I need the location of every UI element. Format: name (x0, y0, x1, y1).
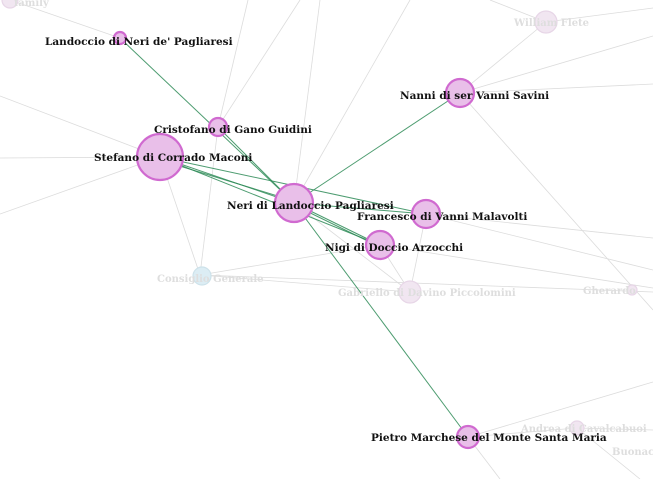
node-nigi[interactable] (364, 229, 396, 261)
node-landoccio[interactable] (112, 30, 128, 46)
label-nigi: Nigi di Doccio Arzocchi (325, 242, 463, 254)
node-stefano[interactable] (135, 132, 185, 182)
node-andrea[interactable] (569, 420, 585, 436)
label-gherardo: Gherardo (583, 286, 636, 297)
node-consiglio[interactable] (192, 266, 212, 286)
node-gabriello[interactable] (398, 280, 422, 304)
highlighted-nodes (112, 30, 481, 450)
node-topleft[interactable] (1, 0, 19, 9)
label-pietro: Pietro Marchese del Monte Santa Maria (371, 432, 607, 444)
label-stefano: Stefano di Corrado Maconi (94, 152, 252, 164)
node-nanni[interactable] (444, 77, 476, 109)
label-topleft: family (14, 0, 50, 9)
label-andrea: Andrea di Cavalcabuoi (520, 424, 647, 435)
label-buonaccorso: Buonacc (612, 447, 653, 458)
node-pietro[interactable] (455, 424, 481, 450)
node-william[interactable] (534, 10, 558, 34)
label-nanni: Nanni di ser Vanni Savini (400, 90, 549, 102)
edge-neri-francesco (293, 202, 427, 215)
dimmed-labels: family William Flete Consiglio Generale … (14, 0, 653, 458)
edge-stefano-nigi (159, 156, 381, 246)
label-landoccio: Landoccio di Neri de' Pagliaresi (45, 36, 233, 48)
edge-neri-pietro (293, 202, 469, 438)
node-neri[interactable] (273, 182, 315, 224)
node-cristofano[interactable] (207, 116, 229, 138)
dimmed-nodes (1, 0, 638, 436)
label-william: William Flete (513, 18, 589, 29)
label-consiglio: Consiglio Generale (157, 274, 264, 285)
label-gabriello: Gabriello di Davino Piccolomini (338, 288, 516, 299)
label-cristofano: Cristofano di Gano Guidini (154, 124, 312, 136)
label-francesco: Francesco di Vanni Malavolti (357, 211, 527, 223)
node-gherardo[interactable] (626, 284, 638, 296)
node-francesco[interactable] (410, 198, 442, 230)
highlighted-labels: Landoccio di Neri de' Pagliaresi Cristof… (45, 36, 607, 444)
edge-neri-nanni (293, 92, 461, 204)
label-neri: Neri di Landoccio Pagliaresi (227, 200, 394, 212)
edge-neri-landoccio (119, 37, 295, 204)
